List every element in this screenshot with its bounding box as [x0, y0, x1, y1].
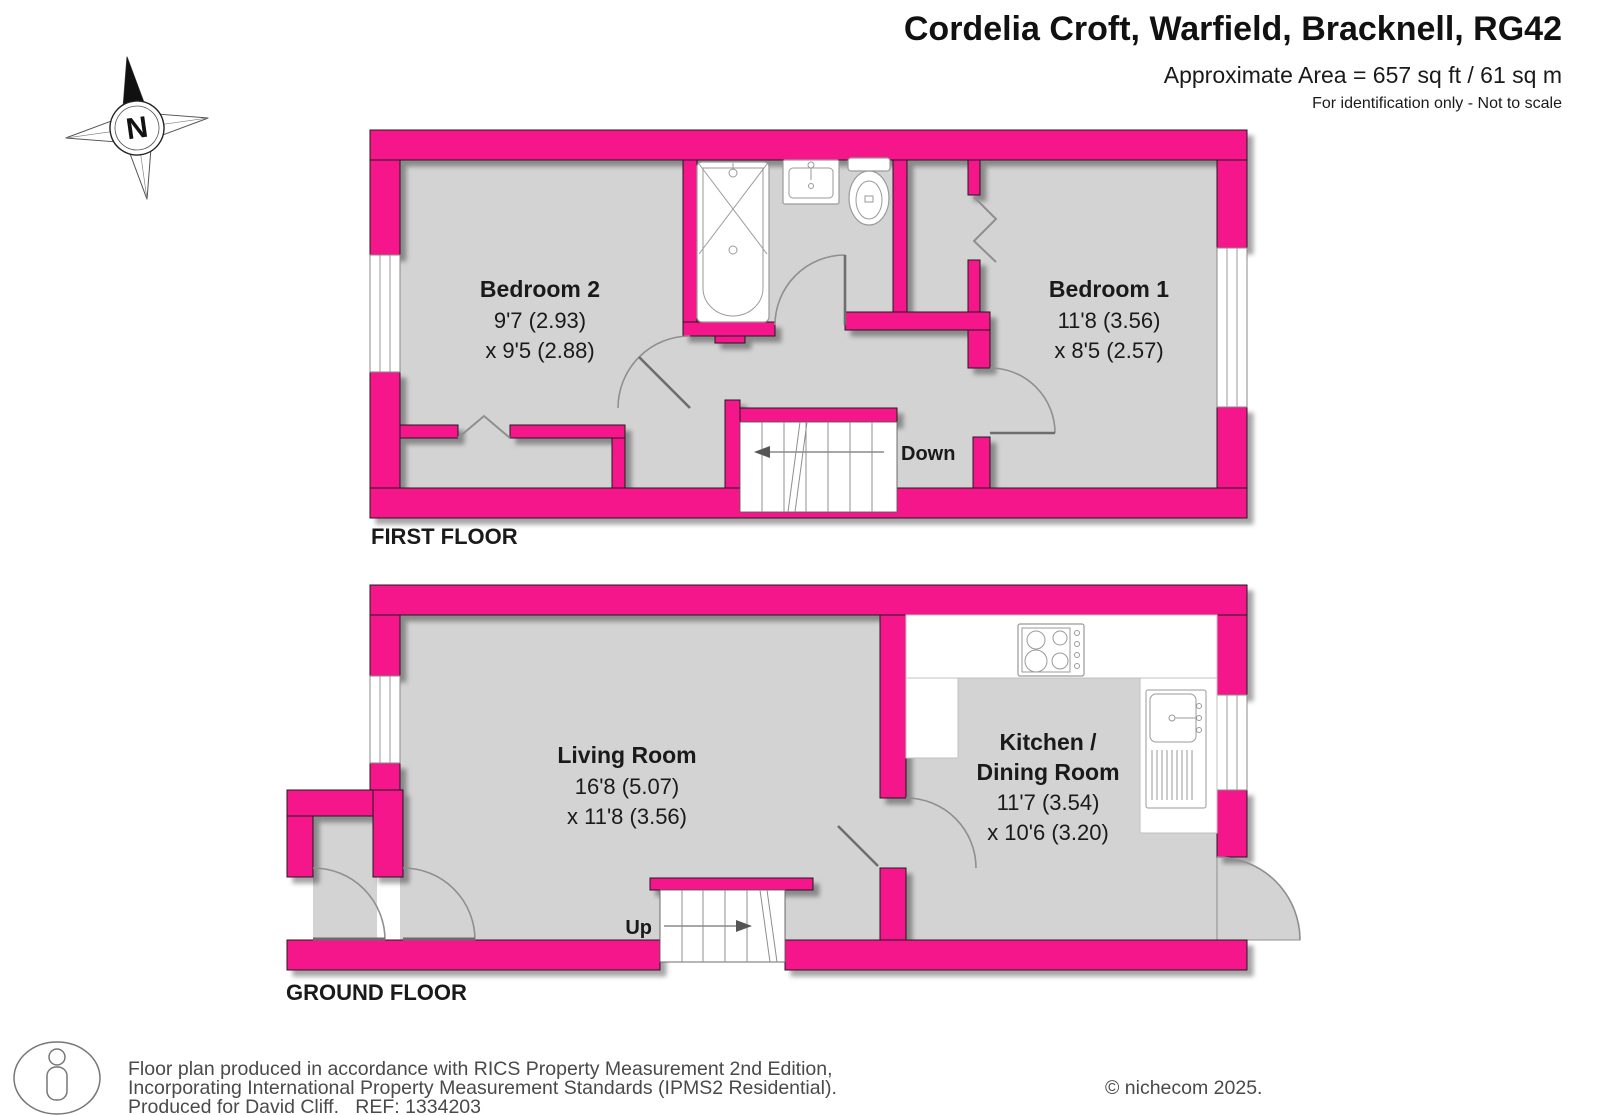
bifold-door-icon	[972, 196, 998, 263]
door-arc	[905, 797, 977, 869]
back-door-swing	[1216, 856, 1301, 941]
stairs-up	[659, 889, 786, 963]
page-title: Cordelia Croft, Warfield, Bracknell, RG4…	[904, 10, 1562, 48]
bifold-door-icon	[457, 414, 511, 439]
first-floor-plan: Down Bedroom 2 9'7 (2.93) x 9'5 (2.88) B…	[369, 129, 1248, 549]
room-dim: x 9'5 (2.88)	[485, 338, 594, 363]
room-dim: 9'7 (2.93)	[494, 308, 586, 333]
door-arc	[989, 367, 1056, 434]
bathroom-sink-icon	[782, 159, 840, 205]
person-icon	[13, 1041, 101, 1115]
down-arrow-icon	[754, 446, 770, 458]
room-dim: x 10'6 (3.20)	[987, 820, 1109, 845]
door-arc	[312, 867, 386, 941]
down-label: Down	[901, 443, 955, 465]
first-floor-walls	[369, 129, 1248, 519]
room-name: Kitchen /	[999, 729, 1097, 755]
door-arc	[774, 254, 846, 326]
kitchen-area	[906, 678, 1217, 940]
room-name: Dining Room	[976, 759, 1119, 785]
room-name: Bedroom 1	[1049, 276, 1169, 302]
footer-line2: Incorporating International Property Mea…	[128, 1077, 837, 1099]
window-icon	[369, 675, 401, 764]
header: Cordelia Croft, Warfield, Bracknell, RG4…	[904, 10, 1562, 112]
compass-icon: N	[65, 56, 209, 200]
kitchen-sink-icon	[1145, 689, 1207, 809]
window-icon	[1216, 247, 1248, 408]
bathtub-icon	[696, 161, 770, 323]
drainer-lines	[1151, 750, 1193, 800]
window-icon	[369, 254, 401, 373]
hob-icon	[1017, 623, 1085, 677]
door-arc	[1216, 856, 1301, 941]
window-icon	[1216, 694, 1248, 791]
ground-floor-windows	[369, 675, 1248, 791]
door-arc	[402, 867, 476, 941]
stairs-down	[739, 421, 898, 513]
room-dim: x 11'8 (3.56)	[567, 804, 687, 829]
footer-line1: Floor plan produced in accordance with R…	[128, 1058, 833, 1080]
first-floor-label: FIRST FLOOR	[371, 524, 518, 549]
first-floor-doors	[457, 196, 1056, 439]
copyright: © nichecom 2025.	[1105, 1077, 1262, 1099]
first-floor-windows	[369, 247, 1248, 408]
up-label: Up	[625, 917, 652, 939]
living-room-label: Living Room 16'8 (5.07) x 11'8 (3.56)	[557, 742, 696, 829]
disclaimer: For identification only - Not to scale	[1312, 95, 1562, 112]
bedroom1-label: Bedroom 1 11'8 (3.56) x 8'5 (2.57)	[1049, 276, 1169, 363]
compass-north-label: N	[124, 111, 150, 147]
room-dim: 11'8 (3.56)	[1058, 308, 1161, 333]
room-dim: 11'7 (3.54)	[997, 790, 1100, 815]
bedroom2-label: Bedroom 2 9'7 (2.93) x 9'5 (2.88)	[480, 276, 600, 363]
up-arrow-icon	[736, 920, 752, 932]
footer-line3: Produced for David Cliff. REF: 1334203	[128, 1096, 481, 1115]
room-dim: x 8'5 (2.57)	[1054, 338, 1163, 363]
porch-area	[313, 816, 377, 940]
approximate-area: Approximate Area = 657 sq ft / 61 sq m	[1164, 62, 1562, 88]
room-dim: 16'8 (5.07)	[575, 774, 680, 799]
ground-floor-plan: Up Living Room 16'8 (5.07) x 11'8 (3.56)…	[286, 584, 1301, 1005]
toilet-icon	[847, 157, 891, 226]
kitchen-label: Kitchen / Dining Room 11'7 (3.54) x 10'6…	[976, 729, 1119, 845]
room-name: Living Room	[557, 742, 696, 768]
ground-floor-label: GROUND FLOOR	[286, 980, 467, 1005]
ground-floor-walls	[286, 584, 1248, 971]
room-name: Bedroom 2	[480, 276, 600, 302]
ground-floor-doors	[312, 797, 1301, 941]
footer: Floor plan produced in accordance with R…	[13, 1041, 1262, 1115]
